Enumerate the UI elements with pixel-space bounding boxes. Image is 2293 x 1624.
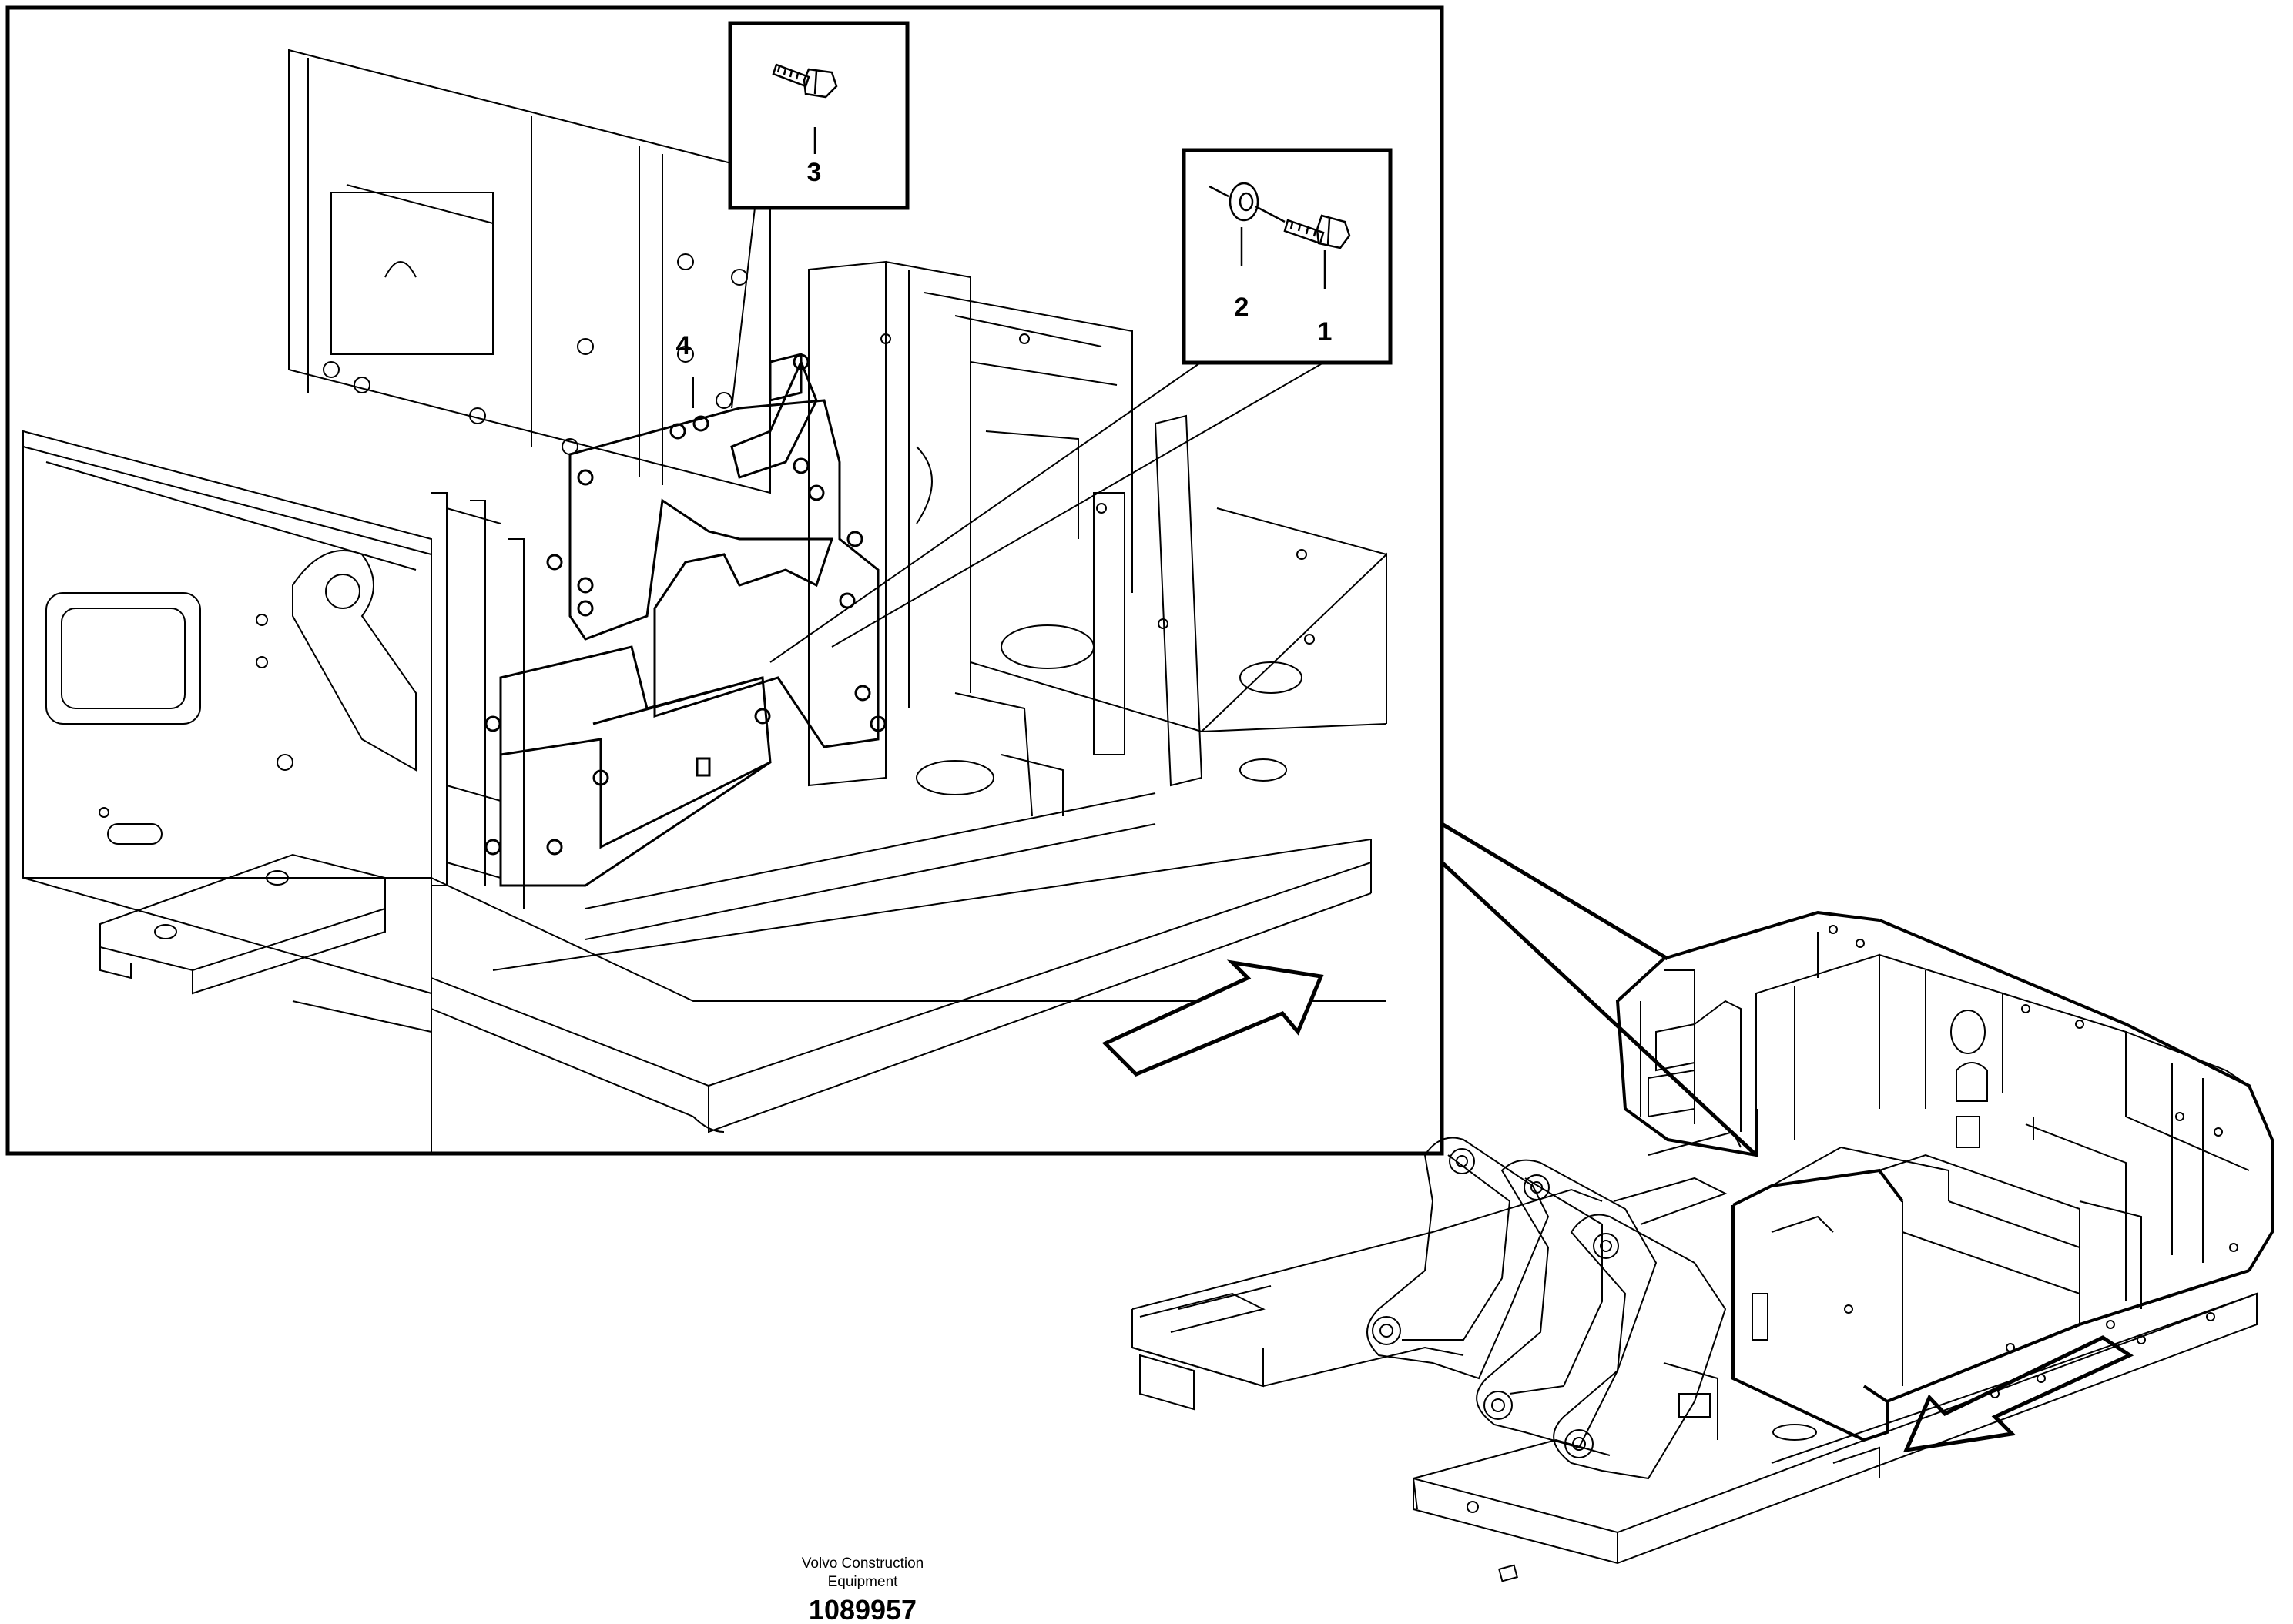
callout-label-2: 2 [1235,293,1249,322]
bolt-1-icon [1255,205,1351,289]
callout-box-3: 3 [728,21,910,210]
drawing-number: 1089957 [809,1594,917,1620]
frame-base [23,507,1387,1155]
brand-line-1: Volvo Construction [802,1555,924,1572]
callout-label-4: 4 [676,331,691,360]
leader-1-2-a [769,361,1202,663]
leader-1-2-b [831,361,1326,648]
overview-machine [1131,910,2274,1582]
overview-frame [1131,1188,2258,1582]
bolt-3-icon [772,63,838,154]
leader-3 [731,207,756,409]
step-bracket [99,853,432,1033]
zoom-connector [1440,822,1758,1157]
callout-label-3: 3 [807,158,822,187]
overview-lower-details [1678,1312,2215,1478]
callout-label-1: 1 [1318,317,1333,347]
left-posts [431,492,525,909]
washer-2-icon [1209,182,1259,266]
forward-arrow-icon [1101,959,1324,1077]
footer-branding: Volvo Construction Equipment 1089957 [802,1555,924,1624]
cover-plate-assembly [484,353,887,887]
overview-cab-frame [1615,910,2274,1442]
detail-view-frame [5,5,1444,1156]
callout-box-1-2: 2 1 [1182,148,1393,365]
left-side-plate [22,430,432,995]
detail-leaders [692,207,1326,663]
overview-boom-mount [1366,1130,1742,1480]
cab-rear-wall [288,49,771,494]
brand-line-2: Equipment [828,1574,899,1590]
rear-arrow-icon [1902,1335,2134,1453]
